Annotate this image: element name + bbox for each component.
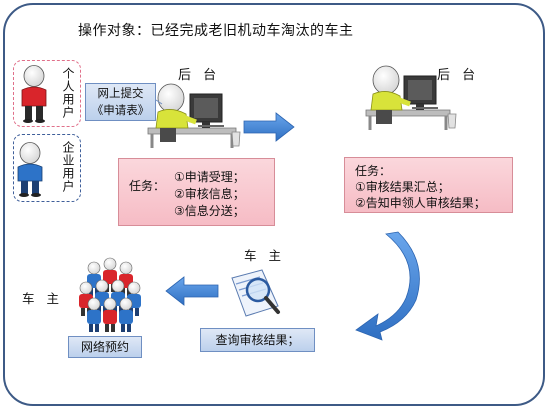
task1-lead: 任务：	[129, 179, 166, 193]
owner-crowd-icon	[79, 257, 141, 332]
diagram-frame	[3, 3, 545, 406]
personal-user-group: 个人用户	[13, 60, 81, 127]
enterprise-user-icon	[17, 142, 43, 197]
backend-label-2: 后 台	[437, 68, 480, 83]
enterprise-user-group: 企业用户	[13, 134, 81, 202]
backend-label-1: 后 台	[178, 68, 221, 83]
arrow-left-1	[165, 276, 219, 306]
arrow-right-1	[243, 112, 295, 142]
submit-line-1: 网上提交	[97, 86, 144, 100]
backend-workstation-1-icon	[147, 83, 241, 148]
personal-user-label: 个人用户	[61, 67, 75, 119]
task1-item-3: ③信息分送；	[174, 204, 245, 218]
task1-item-1: ①申请受理；	[174, 170, 245, 184]
owner-label-1: 车 主	[244, 248, 285, 263]
task-box-2: 任务： ①审核结果汇总； ②告知申领人审核结果；	[344, 157, 513, 213]
task2-item-2: ②告知申领人审核结果；	[355, 196, 486, 210]
online-submit-box: 网上提交 《申请表》	[85, 83, 156, 121]
arrow-curve-down	[355, 231, 420, 341]
query-magnifier-icon	[231, 269, 280, 317]
online-reservation-box: 网络预约	[68, 336, 142, 358]
owner-label-2: 车 主	[22, 291, 63, 306]
diagram-title: 操作对象：已经完成老旧机动车淘汰的车主	[78, 23, 354, 39]
task-box-1: 任务： ①申请受理； ②审核信息； ③信息分送；	[118, 158, 275, 226]
personal-user-icon	[21, 65, 47, 123]
task1-item-2: ②审核信息；	[174, 187, 245, 201]
task2-lead: 任务：	[355, 164, 392, 178]
submit-line-2: 《申请表》	[91, 103, 150, 117]
backend-workstation-2-icon	[365, 65, 457, 130]
query-result-box: 查询审核结果；	[200, 328, 315, 352]
enterprise-user-label: 企业用户	[61, 141, 75, 193]
task2-item-1: ①审核结果汇总；	[355, 180, 450, 194]
